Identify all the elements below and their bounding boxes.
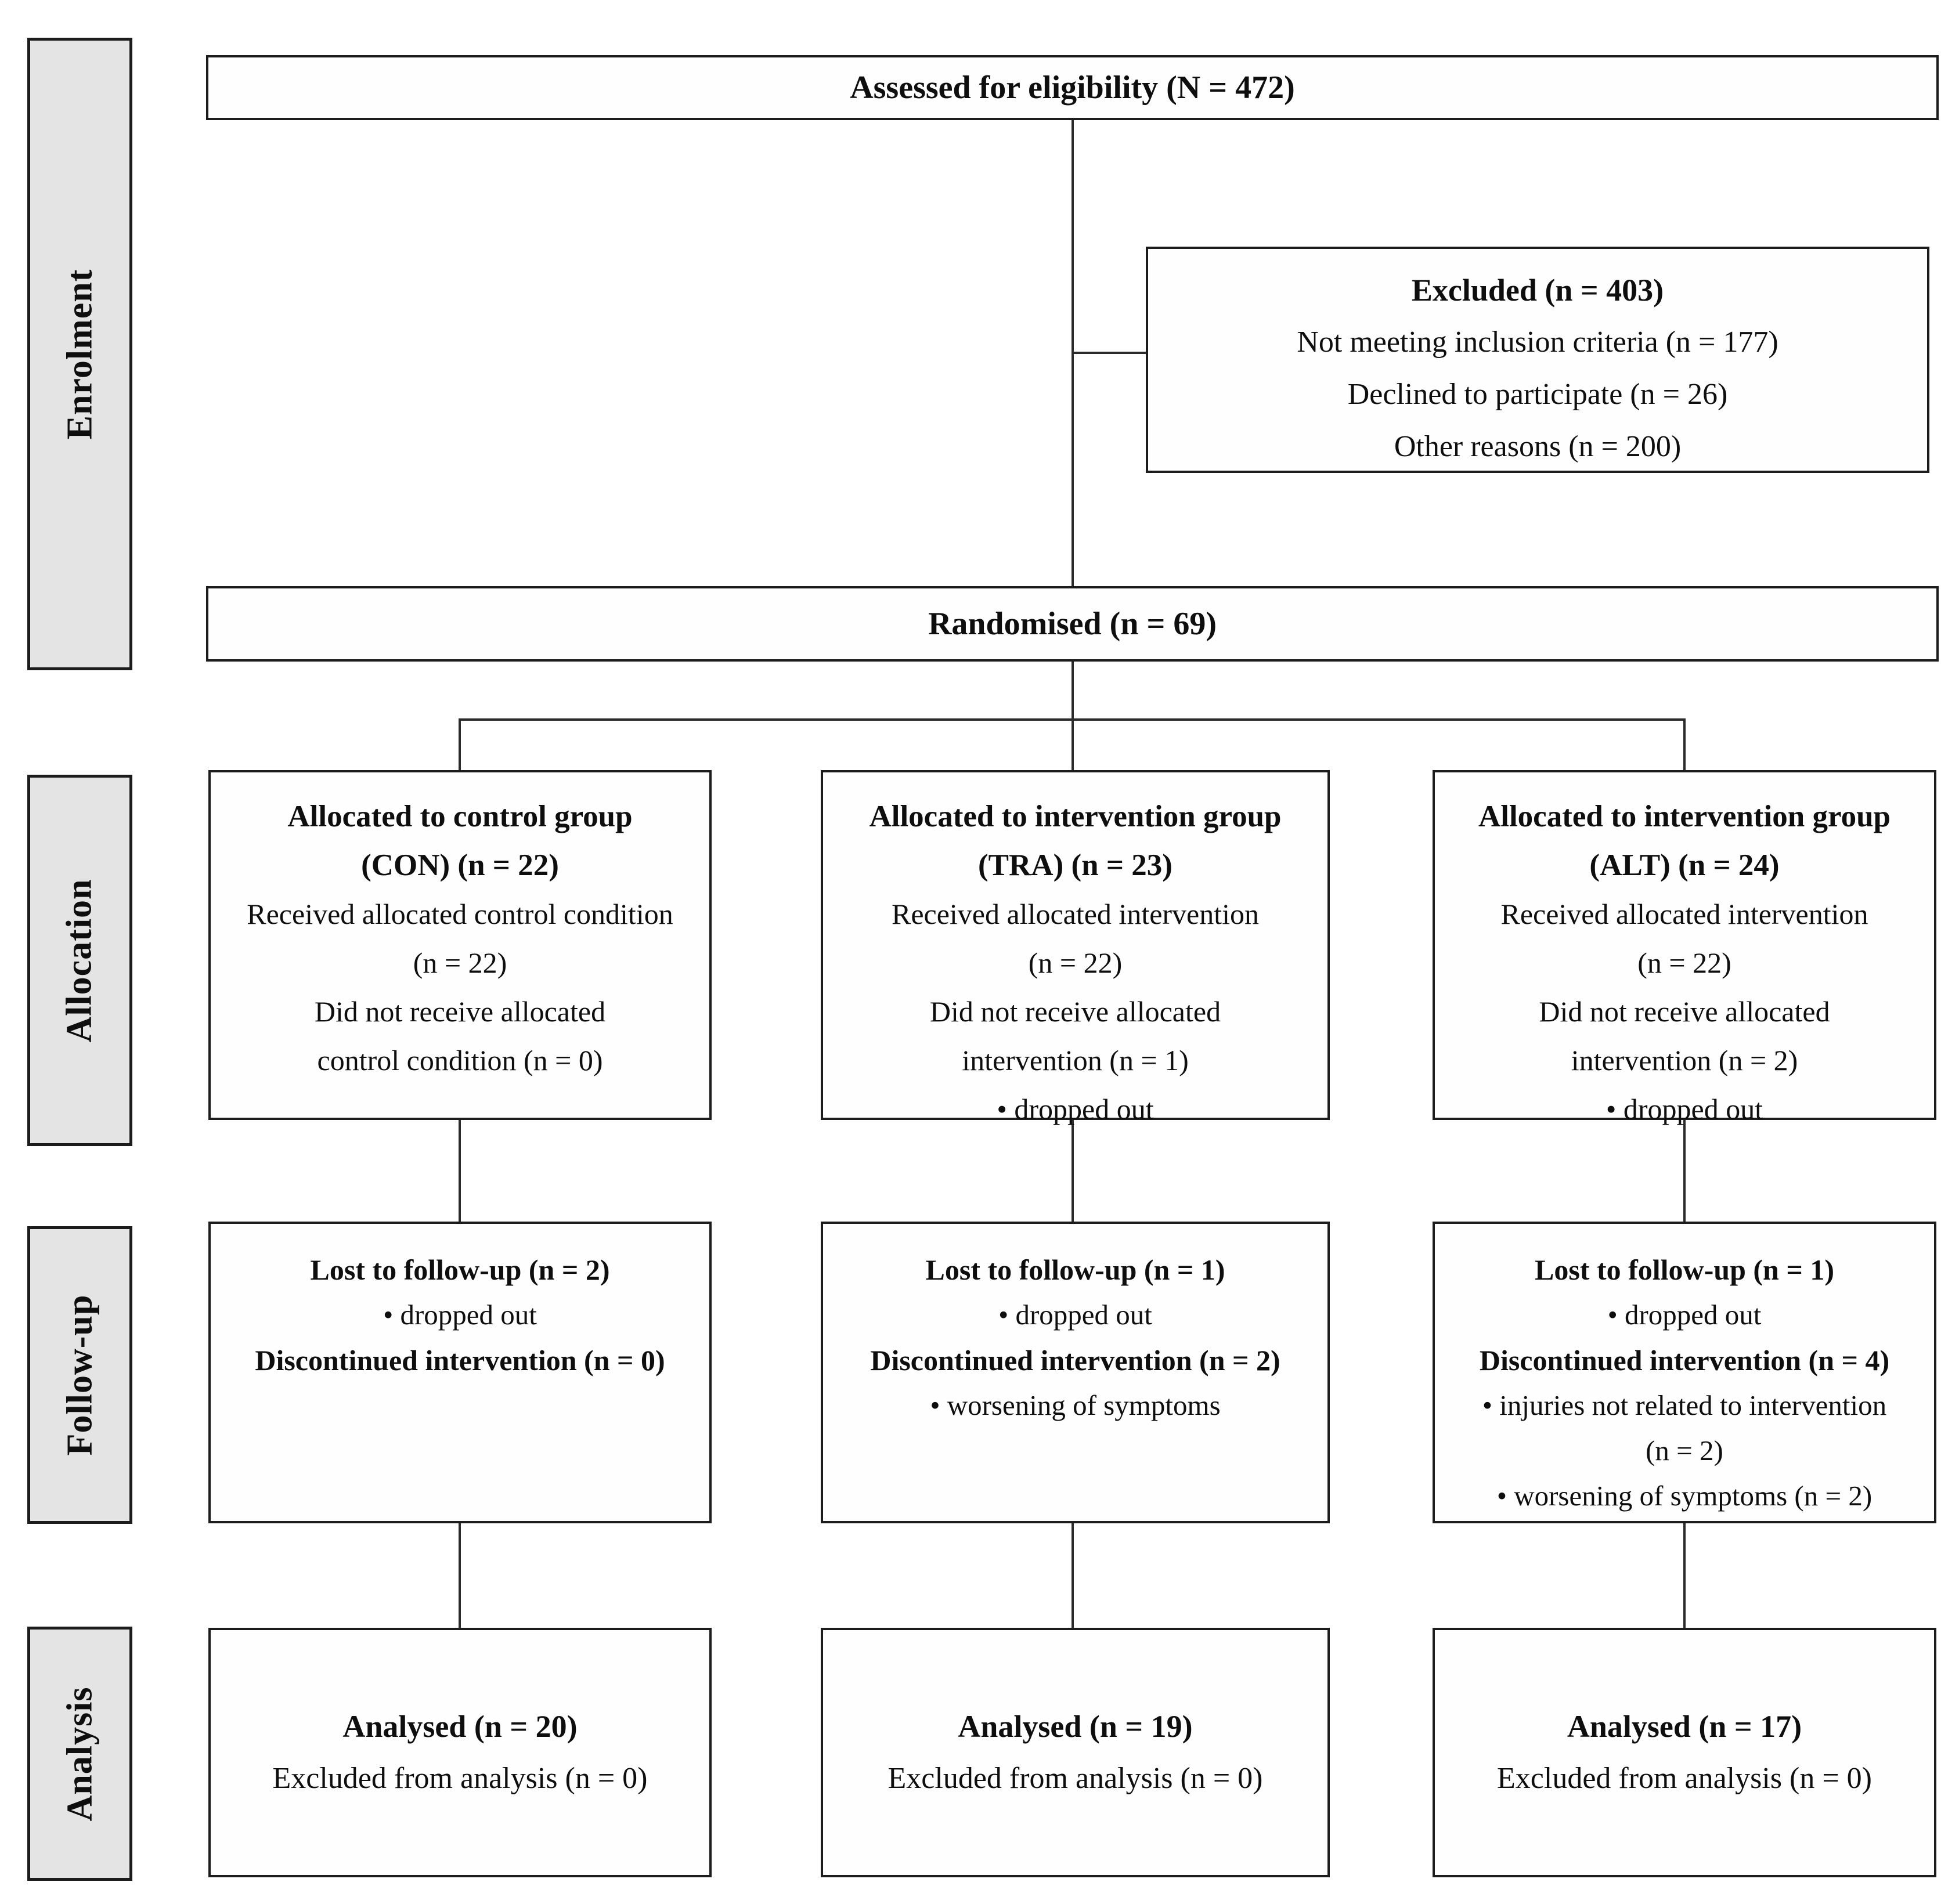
analysis-tra-analysed: Analysed (n = 19) bbox=[958, 1709, 1193, 1744]
analysis-alt-excluded: Excluded from analysis (n = 0) bbox=[1497, 1762, 1872, 1795]
connector-to-excluded bbox=[1073, 352, 1147, 354]
stage-analysis: Analysis bbox=[27, 1627, 132, 1881]
connector-drop-alt bbox=[1683, 718, 1686, 772]
excluded-line-2: Declined to participate (n = 26) bbox=[1347, 378, 1728, 411]
followup-box-con: Lost to follow-up (n = 2) • dropped out … bbox=[208, 1222, 712, 1523]
followup-con-lost: Lost to follow-up (n = 2) bbox=[310, 1253, 610, 1286]
randomised-label: Randomised (n = 69) bbox=[928, 606, 1217, 642]
analysis-box-tra: Analysed (n = 19) Excluded from analysis… bbox=[821, 1628, 1330, 1877]
connector-drop-tra bbox=[1072, 718, 1074, 772]
allocation-alt-title-1: Allocated to intervention group bbox=[1478, 800, 1891, 833]
stage-enrolment-label: Enrolment bbox=[60, 269, 100, 439]
followup-alt-disc-bullet-2: • worsening of symptoms (n = 2) bbox=[1496, 1480, 1873, 1512]
allocation-tra-line-2: (n = 22) bbox=[1028, 946, 1123, 979]
stage-allocation: Allocation bbox=[27, 775, 132, 1146]
excluded-title: Excluded (n = 403) bbox=[1411, 273, 1664, 308]
excluded-line-3: Other reasons (n = 200) bbox=[1394, 430, 1682, 463]
allocation-con-line-2: (n = 22) bbox=[413, 946, 507, 979]
analysis-box-alt: Analysed (n = 17) Excluded from analysis… bbox=[1433, 1628, 1936, 1877]
allocation-alt-line-1: Received allocated intervention bbox=[1500, 898, 1868, 930]
followup-tra-lost: Lost to follow-up (n = 1) bbox=[925, 1253, 1225, 1286]
analysis-box-con: Analysed (n = 20) Excluded from analysis… bbox=[208, 1628, 712, 1877]
connector-fu-ana-con bbox=[459, 1522, 461, 1629]
followup-con-lost-bullet: • dropped out bbox=[383, 1299, 537, 1331]
allocation-tra-line-1: Received allocated intervention bbox=[891, 898, 1260, 930]
allocation-tra-line-4: intervention (n = 1) bbox=[962, 1044, 1189, 1076]
stage-enrolment: Enrolment bbox=[27, 38, 132, 670]
assessed-label: Assessed for eligibility (N = 472) bbox=[850, 70, 1295, 106]
allocation-con-line-4: control condition (n = 0) bbox=[317, 1044, 603, 1076]
connector-alloc-fu-con bbox=[459, 1119, 461, 1223]
allocation-box-con: Allocated to control group (CON) (n = 22… bbox=[208, 770, 712, 1120]
analysis-tra-excluded: Excluded from analysis (n = 0) bbox=[887, 1762, 1263, 1795]
allocation-alt-line-3: Did not receive allocated bbox=[1539, 995, 1830, 1028]
followup-alt-lost-bullet: • dropped out bbox=[1607, 1299, 1762, 1331]
analysis-con-excluded: Excluded from analysis (n = 0) bbox=[272, 1762, 648, 1795]
stage-followup: Follow-up bbox=[27, 1226, 132, 1524]
excluded-box: Excluded (n = 403) Not meeting inclusion… bbox=[1146, 247, 1929, 473]
connector-drop-con bbox=[459, 718, 461, 772]
followup-alt-lost: Lost to follow-up (n = 1) bbox=[1534, 1253, 1834, 1286]
allocation-alt-line-5: • dropped out bbox=[1606, 1093, 1763, 1125]
followup-box-tra: Lost to follow-up (n = 1) • dropped out … bbox=[821, 1222, 1330, 1523]
randomised-box: Randomised (n = 69) bbox=[206, 586, 1939, 662]
excluded-line-1: Not meeting inclusion criteria (n = 177) bbox=[1297, 326, 1778, 359]
stage-allocation-label: Allocation bbox=[60, 878, 100, 1043]
allocation-con-line-3: Did not receive allocated bbox=[314, 995, 606, 1028]
connector-alloc-fu-tra bbox=[1072, 1119, 1074, 1223]
followup-tra-disc-bullet-1: • worsening of symptoms bbox=[930, 1389, 1221, 1421]
followup-tra-discontinued: Discontinued intervention (n = 2) bbox=[870, 1344, 1280, 1376]
allocation-alt-line-2: (n = 22) bbox=[1637, 946, 1731, 979]
connector-fu-ana-alt bbox=[1683, 1522, 1686, 1629]
connector-randomised-down bbox=[1072, 660, 1074, 721]
followup-tra-lost-bullet: • dropped out bbox=[998, 1299, 1152, 1331]
allocation-tra-title-1: Allocated to intervention group bbox=[869, 800, 1282, 833]
analysis-alt-analysed: Analysed (n = 17) bbox=[1567, 1709, 1802, 1744]
allocation-alt-title-2: (ALT) (n = 24) bbox=[1589, 848, 1780, 882]
followup-alt-disc-bullet-1-cont: (n = 2) bbox=[1646, 1435, 1723, 1466]
followup-alt-discontinued: Discontinued intervention (n = 4) bbox=[1479, 1344, 1890, 1376]
allocation-tra-line-3: Did not receive allocated bbox=[929, 995, 1221, 1028]
connector-fu-ana-tra bbox=[1072, 1522, 1074, 1629]
allocation-box-tra: Allocated to intervention group (TRA) (n… bbox=[821, 770, 1330, 1125]
allocation-box-alt: Allocated to intervention group (ALT) (n… bbox=[1433, 770, 1936, 1125]
followup-alt-disc-bullet-1: • injuries not related to intervention bbox=[1482, 1389, 1887, 1421]
connector-alloc-fu-alt bbox=[1683, 1119, 1686, 1223]
allocation-con-title-1: Allocated to control group bbox=[287, 800, 633, 833]
followup-box-alt: Lost to follow-up (n = 1) • dropped out … bbox=[1433, 1222, 1936, 1523]
assessed-box: Assessed for eligibility (N = 472) bbox=[206, 55, 1939, 120]
allocation-tra-line-5: • dropped out bbox=[997, 1093, 1154, 1125]
allocation-alt-line-4: intervention (n = 2) bbox=[1571, 1044, 1798, 1076]
stage-followup-label: Follow-up bbox=[60, 1294, 99, 1456]
followup-con-discontinued: Discontinued intervention (n = 0) bbox=[255, 1344, 665, 1376]
allocation-tra-title-2: (TRA) (n = 23) bbox=[978, 848, 1172, 882]
analysis-con-analysed: Analysed (n = 20) bbox=[342, 1709, 578, 1744]
allocation-con-line-1: Received allocated control condition bbox=[247, 898, 673, 930]
stage-analysis-label: Analysis bbox=[60, 1686, 99, 1821]
allocation-con-title-2: (CON) (n = 22) bbox=[361, 848, 559, 882]
